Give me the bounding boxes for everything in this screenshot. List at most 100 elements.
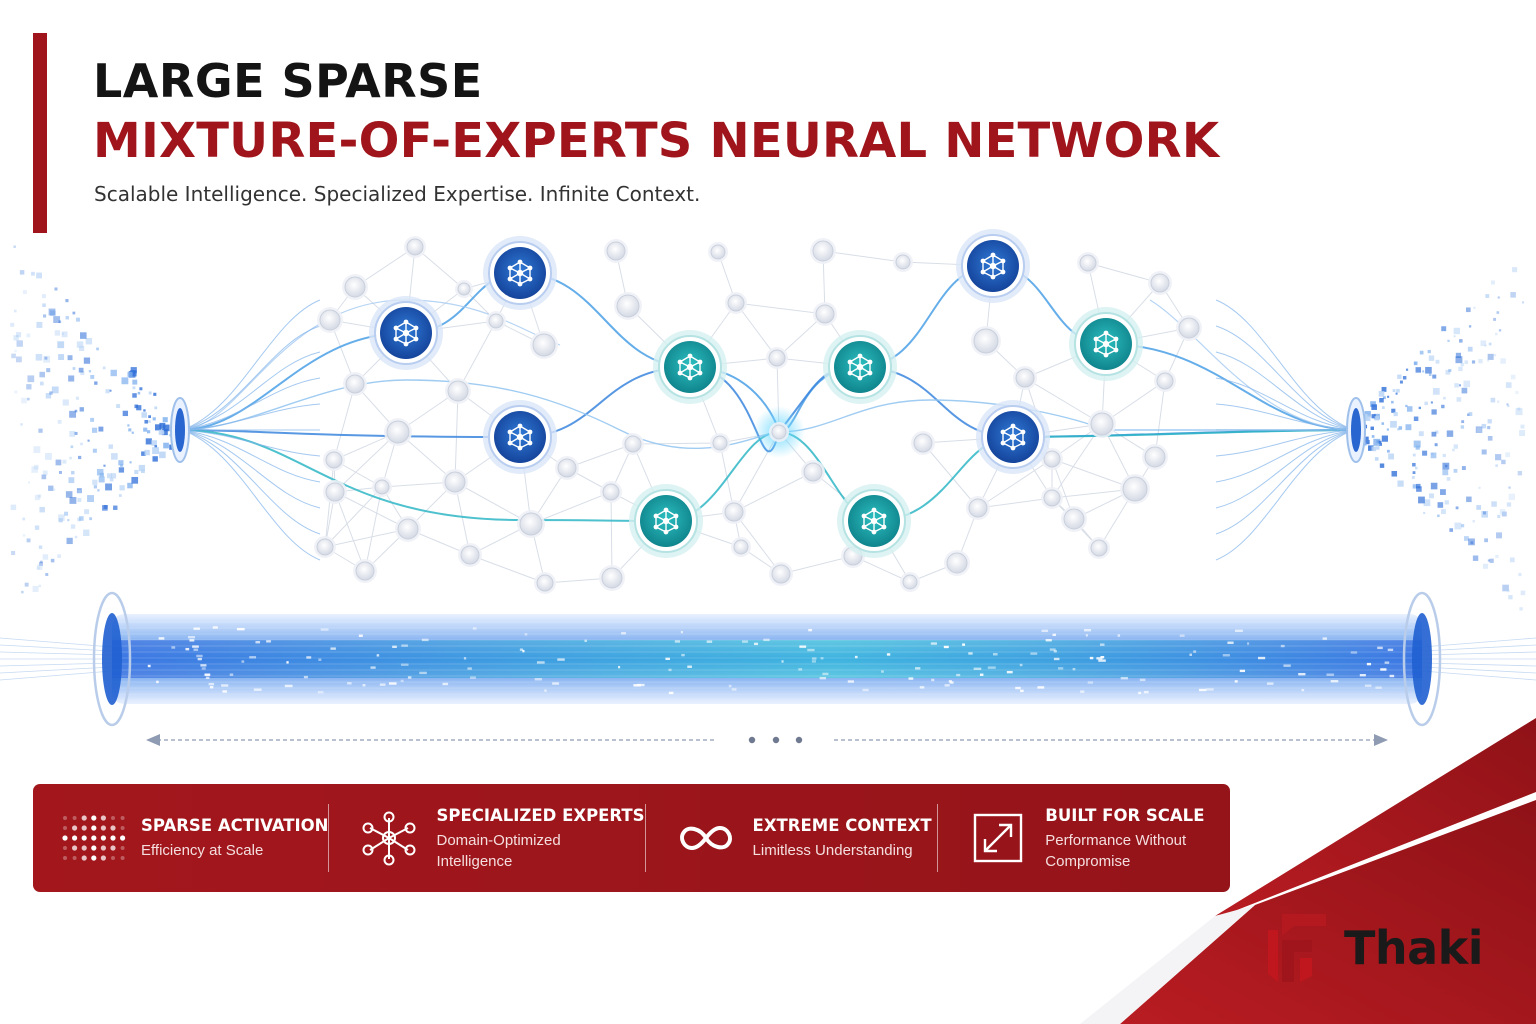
data-pixel bbox=[162, 417, 168, 423]
tube-token bbox=[1089, 656, 1094, 660]
data-pixel bbox=[39, 506, 45, 513]
tube-token bbox=[306, 656, 312, 659]
tube-token bbox=[358, 634, 363, 637]
data-pixel bbox=[1493, 353, 1497, 357]
tube-token bbox=[1384, 661, 1390, 664]
hub-dot bbox=[673, 524, 679, 530]
inactive-node bbox=[616, 294, 640, 318]
data-pixel bbox=[1455, 506, 1459, 510]
tube-token bbox=[1098, 659, 1106, 662]
inactive-node bbox=[601, 567, 623, 589]
data-pixel bbox=[1487, 426, 1491, 430]
tube-token bbox=[544, 689, 547, 692]
data-pixel bbox=[66, 537, 73, 545]
brand-name: Thaki bbox=[1344, 921, 1484, 975]
data-pixel bbox=[1488, 342, 1492, 346]
data-pixel bbox=[118, 494, 122, 497]
data-pixel bbox=[1422, 450, 1428, 456]
data-pixel bbox=[159, 451, 166, 459]
tube-token bbox=[820, 657, 824, 660]
data-pixel bbox=[65, 316, 69, 320]
tube-token bbox=[1037, 686, 1045, 689]
inactive-nodes bbox=[314, 236, 1202, 594]
inactive-node bbox=[1063, 508, 1085, 530]
tube-token bbox=[192, 645, 199, 648]
hub-dot bbox=[697, 370, 703, 376]
data-pixel bbox=[42, 554, 49, 560]
data-pixel bbox=[57, 554, 61, 558]
tube-token bbox=[253, 688, 262, 691]
fan-line bbox=[181, 377, 321, 431]
data-pixel bbox=[57, 419, 62, 424]
data-pixel bbox=[1416, 483, 1421, 489]
tube-token bbox=[822, 672, 829, 676]
data-pixel bbox=[1405, 368, 1409, 371]
data-pixel bbox=[1445, 369, 1451, 375]
tube-token bbox=[236, 627, 245, 631]
tube-token bbox=[421, 638, 429, 642]
data-pixel bbox=[69, 497, 77, 504]
data-pixel bbox=[1406, 406, 1413, 412]
data-pixel bbox=[1393, 411, 1398, 417]
tube-token bbox=[212, 626, 218, 629]
data-pixel bbox=[1425, 366, 1432, 374]
tube-token bbox=[584, 639, 587, 642]
data-pixel bbox=[11, 550, 16, 556]
tube-token bbox=[674, 640, 680, 643]
data-pixel bbox=[1491, 501, 1497, 507]
data-pixel bbox=[49, 391, 53, 395]
data-pixel bbox=[96, 347, 99, 351]
data-pixel bbox=[1452, 448, 1455, 452]
tube-token bbox=[303, 675, 308, 679]
flow-line bbox=[1149, 299, 1357, 431]
data-pixel bbox=[1413, 362, 1417, 365]
fan-line bbox=[1215, 299, 1355, 431]
data-pixel bbox=[48, 485, 54, 491]
data-pixel bbox=[1509, 557, 1515, 563]
data-pixel bbox=[1505, 382, 1512, 388]
inactive-node bbox=[602, 483, 620, 501]
data-pixel bbox=[1502, 584, 1509, 592]
data-pixel bbox=[1374, 457, 1379, 461]
data-pixel bbox=[1428, 373, 1432, 377]
mesh-edge bbox=[733, 511, 782, 575]
data-pixel bbox=[45, 453, 52, 460]
tube-token bbox=[908, 677, 914, 680]
data-pixel bbox=[1441, 326, 1447, 332]
data-pixel bbox=[1495, 454, 1502, 461]
data-pixel bbox=[1459, 339, 1463, 343]
data-pixel bbox=[80, 332, 87, 339]
data-pixel bbox=[1460, 524, 1465, 528]
tube-token bbox=[819, 676, 826, 680]
routing-flow-lines bbox=[179, 264, 1357, 561]
tube-token bbox=[524, 633, 528, 636]
data-pixel bbox=[1464, 360, 1469, 364]
data-pixel bbox=[1370, 426, 1374, 431]
hub-dot bbox=[1010, 423, 1016, 429]
data-pixel bbox=[1485, 294, 1490, 298]
data-pixel bbox=[75, 396, 79, 400]
data-pixel bbox=[139, 387, 143, 391]
context-tube bbox=[0, 591, 1536, 727]
data-pixel bbox=[134, 404, 139, 409]
data-pixel bbox=[87, 495, 95, 502]
data-pixel bbox=[69, 410, 77, 418]
data-pixel bbox=[1395, 392, 1398, 395]
dot bbox=[81, 855, 87, 861]
data-pixel bbox=[1520, 590, 1526, 596]
tube-token bbox=[1020, 689, 1024, 693]
hub-icon bbox=[861, 507, 887, 535]
output-port-core bbox=[1351, 408, 1361, 452]
data-pixel bbox=[78, 455, 82, 460]
inactive-node bbox=[447, 380, 469, 402]
data-pixel bbox=[163, 442, 169, 449]
tube-token bbox=[522, 649, 525, 653]
inactive-node bbox=[374, 479, 390, 495]
tube-token bbox=[1206, 688, 1214, 691]
inactive-node bbox=[1156, 372, 1174, 390]
dot bbox=[120, 835, 126, 841]
mesh-edge bbox=[334, 431, 399, 493]
tube-token bbox=[681, 653, 685, 657]
data-pixel bbox=[58, 470, 62, 474]
data-pixel bbox=[69, 456, 72, 460]
